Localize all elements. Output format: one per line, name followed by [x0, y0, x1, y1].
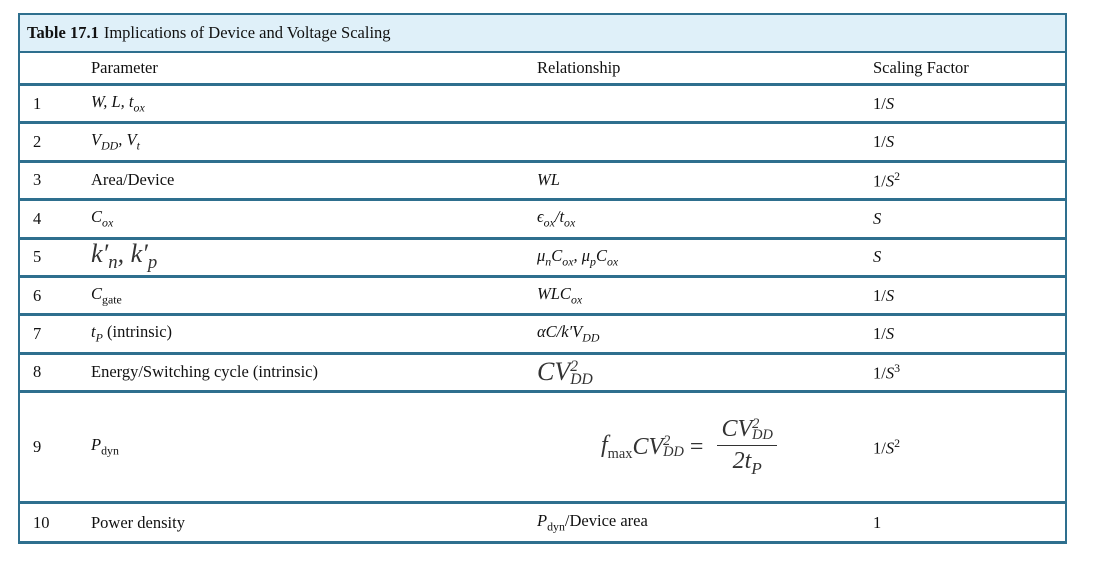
- scaling-table: Table 17.1 Implications of Device and Vo…: [18, 13, 1067, 545]
- table-row: 4 Cox ϵox/tox S: [20, 201, 1065, 240]
- table-row: 1 W, L, tox 1/S: [20, 86, 1065, 125]
- caption-title: Implications of Device and Voltage Scali…: [103, 23, 391, 42]
- row-scaling-factor: 1/S3: [873, 361, 901, 383]
- row-index: 1: [33, 93, 42, 113]
- table-row: 5 k′n, k′p μnCox, μpCox S: [20, 240, 1065, 278]
- k-prime-formula: k′n, k′p: [91, 239, 158, 274]
- table-row: 10 Power density Pdyn/Device area 1: [20, 504, 1065, 545]
- row-index: 9: [33, 437, 42, 457]
- row-scaling-factor: 1/S2: [873, 169, 901, 191]
- row-scaling-factor: 1/S: [873, 324, 895, 344]
- row-index: 6: [33, 285, 42, 305]
- row-index: 2: [33, 132, 42, 152]
- row-scaling-factor: 1: [873, 512, 882, 532]
- row-parameter: Pdyn: [91, 435, 119, 458]
- header-scaling-factor: Scaling Factor: [873, 58, 969, 77]
- row-parameter: Power density: [91, 512, 185, 532]
- table-row: 6 Cgate WLCox 1/S: [20, 278, 1065, 317]
- row-parameter: Cox: [91, 207, 114, 230]
- row-relationship: ϵox/tox: [537, 207, 576, 230]
- header-row: Parameter Relationship Scaling Factor: [20, 53, 1065, 86]
- row-parameter: W, L, tox: [91, 92, 145, 115]
- row-index: 4: [33, 208, 42, 228]
- table-row: 3 Area/Device WL 1/S2: [20, 163, 1065, 202]
- row-relationship: μnCox, μpCox: [537, 245, 619, 268]
- row-parameter: Energy/Switching cycle (intrinsic): [91, 362, 318, 382]
- row-parameter: Cgate: [91, 284, 122, 307]
- row-scaling-factor: S: [873, 208, 882, 228]
- row-relationship: WLCox: [537, 284, 583, 307]
- row-relationship: αC/k′VDD: [537, 322, 600, 345]
- row-scaling-factor: S: [873, 247, 882, 267]
- row-parameter: tP (intrinsic): [91, 322, 173, 345]
- row-scaling-factor: 1/S2: [873, 435, 901, 458]
- row-scaling-factor: 1/S: [873, 285, 895, 305]
- row-index: 3: [33, 170, 42, 190]
- header-relationship: Relationship: [537, 58, 621, 77]
- row-parameter: VDD, Vt: [91, 130, 140, 153]
- row-index: 5: [33, 247, 42, 267]
- table-caption: Table 17.1 Implications of Device and Vo…: [20, 15, 1065, 53]
- table-row: 7 tP (intrinsic) αC/k′VDD 1/S: [20, 316, 1065, 355]
- row-relationship: WL: [537, 170, 560, 190]
- header-parameter: Parameter: [91, 58, 158, 77]
- row-relationship: Pdyn/Device area: [537, 510, 648, 534]
- caption-label: Table 17.1: [27, 23, 99, 42]
- table-row: 2 VDD, Vt 1/S: [20, 124, 1065, 163]
- row-scaling-factor: 1/S: [873, 93, 895, 113]
- row-parameter: Area/Device: [91, 170, 175, 190]
- row-parameter: k′n, k′p: [91, 241, 537, 273]
- row-index: 10: [33, 512, 50, 532]
- row-index: 7: [33, 324, 42, 344]
- row-index: 8: [33, 362, 42, 382]
- row-scaling-factor: 1/S: [873, 132, 895, 152]
